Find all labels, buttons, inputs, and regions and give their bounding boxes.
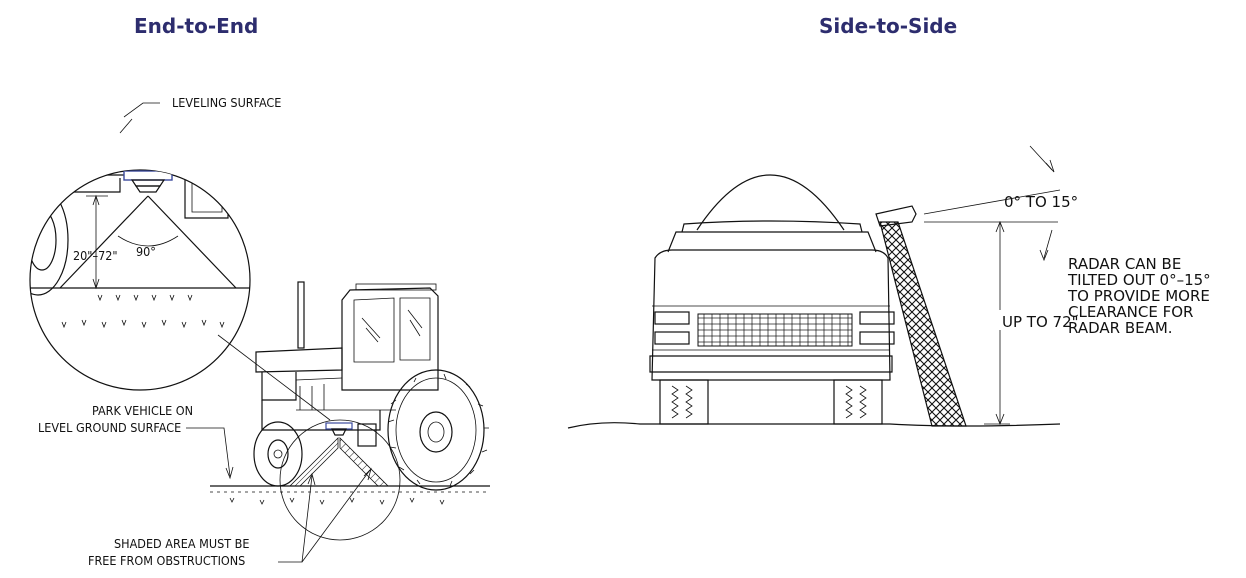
shaded-area-label-line1: SHADED AREA MUST BE xyxy=(114,536,250,551)
leveling-surface-label: LEVELING SURFACE xyxy=(172,95,281,110)
park-vehicle-label-line2: LEVEL GROUND SURFACE xyxy=(38,420,181,435)
height-label: UP TO 72" xyxy=(1002,313,1079,331)
pickup-truck-front xyxy=(649,174,895,425)
ground-surface-left xyxy=(210,485,490,505)
park-vehicle-label-line1: PARK VEHICLE ON xyxy=(92,403,193,418)
tractor xyxy=(253,281,489,541)
title-end-to-end: End-to-End xyxy=(134,14,259,38)
tilt-range-label: 0° TO 15° xyxy=(1004,193,1078,211)
shaded-area-label-line2: FREE FROM OBSTRUCTIONS xyxy=(88,553,245,568)
radar-sensor-zoomed xyxy=(123,170,173,193)
ground-surface-right xyxy=(567,422,1061,429)
title-side-to-side: Side-to-Side xyxy=(819,14,958,38)
tilt-note-line2: TILTED OUT 0°–15° xyxy=(1067,271,1211,289)
height-range-label: 20"–72" xyxy=(73,248,118,263)
tilt-note-line1: RADAR CAN BE xyxy=(1068,255,1181,273)
beam-angle-label: 90° xyxy=(136,244,156,259)
tilt-note-line3: TO PROVIDE MORE xyxy=(1067,287,1210,305)
magnified-detail: 20"–72" 90° xyxy=(29,169,251,391)
tilt-note-line5: RADAR BEAM. xyxy=(1068,319,1173,337)
radar-sensor-tractor xyxy=(325,422,353,436)
tilt-note-line4: CLEARANCE FOR xyxy=(1068,303,1193,321)
